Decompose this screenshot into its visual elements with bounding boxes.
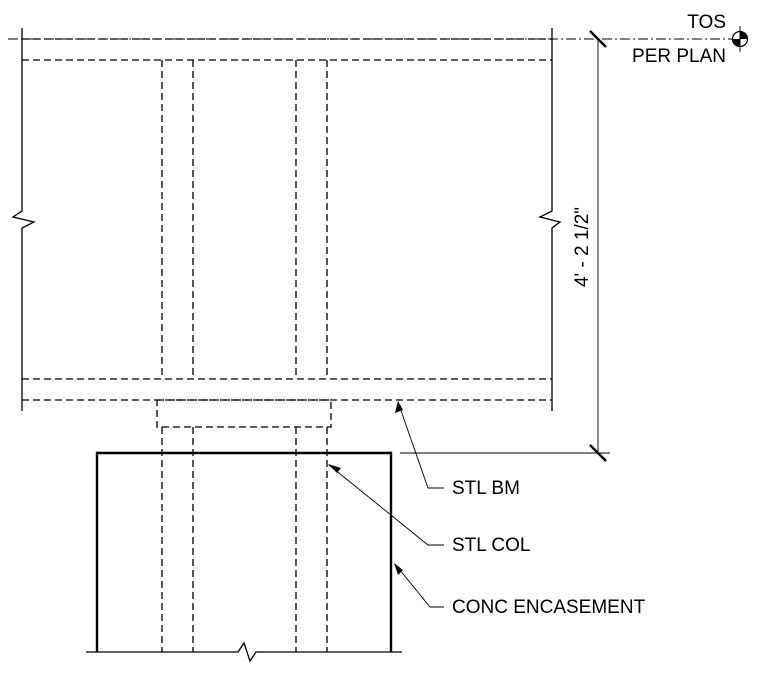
target-quadrant (740, 31, 748, 39)
bottom-break-line (86, 641, 402, 663)
column-callout: STL COL (328, 464, 531, 556)
bearing-plate (156, 399, 332, 428)
beam-callout: STL BM (395, 401, 520, 499)
column-leader-line (328, 464, 444, 546)
beam-label: STL BM (452, 478, 520, 499)
encasement-callout: CONC ENCASEMENT (394, 563, 646, 618)
column-label: STL COL (452, 535, 531, 556)
beam-leader-line (397, 401, 444, 489)
height-dimension: 4' - 2 1/2" (400, 30, 610, 462)
concrete-encasement (95, 451, 393, 652)
steel-column (161, 427, 328, 652)
arrowhead-icon (328, 464, 341, 473)
encasement-label: CONC ENCASEMENT (452, 597, 646, 618)
tick-mark (589, 30, 607, 48)
arrowhead-icon (394, 563, 403, 575)
tos-marker: TOS PER PLAN (632, 12, 749, 67)
right-break-line (538, 28, 562, 411)
dimension-text: 4' - 2 1/2" (572, 207, 593, 287)
encasement-leader-line (394, 563, 444, 608)
tos-per-plan-label: PER PLAN (632, 46, 726, 67)
tick-mark (589, 444, 607, 462)
steel-beam (22, 38, 552, 401)
tos-label: TOS (687, 12, 726, 33)
target-quadrant (732, 39, 740, 47)
arrowhead-icon (395, 401, 403, 413)
left-break-line (11, 28, 36, 411)
